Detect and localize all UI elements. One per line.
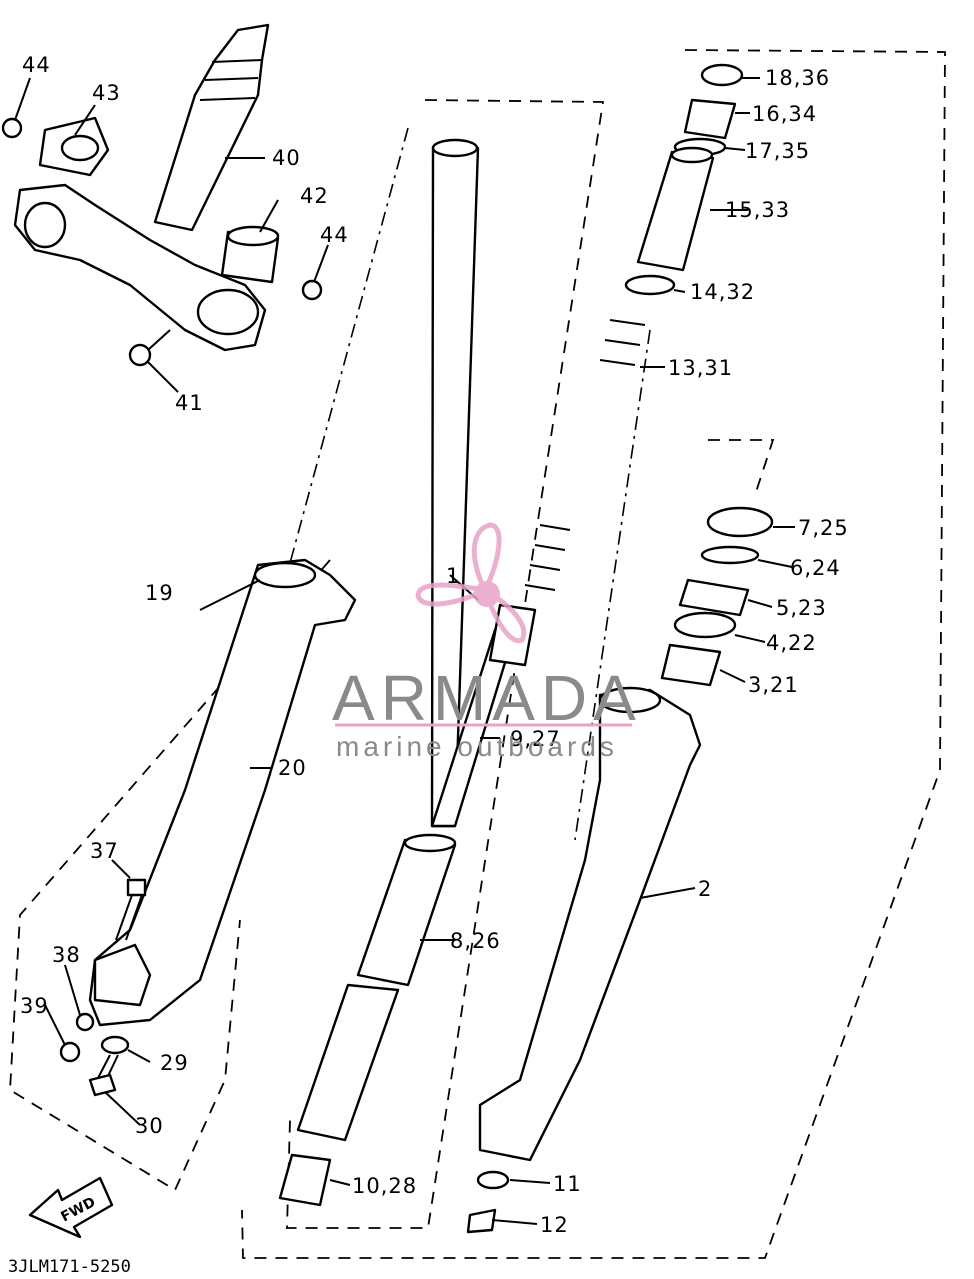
label-41: 41 (175, 391, 204, 415)
label-10-28: 10,28 (352, 1174, 417, 1198)
seal-7-25 (706, 506, 774, 538)
spring-9-27 (488, 603, 537, 667)
label-9-27: 9,27 (510, 727, 561, 751)
label-8-26: 8,26 (450, 929, 501, 953)
watermark-tagline: marine outboards (336, 731, 618, 762)
bolt-30 (88, 1054, 119, 1097)
label-7-25: 7,25 (798, 516, 849, 540)
washer-11 (476, 1170, 510, 1190)
outer-tube-left (88, 558, 357, 1027)
nut-38 (75, 1012, 95, 1032)
label-29: 29 (160, 1051, 189, 1075)
spacer-15-33 (636, 146, 715, 272)
seal-5-23 (678, 578, 750, 617)
label-19: 19 (145, 581, 174, 605)
washer-29 (100, 1035, 130, 1055)
label-37: 37 (90, 839, 119, 863)
group-outline-right-inner (708, 439, 775, 496)
bolt-41 (128, 329, 171, 367)
label-17-35: 17,35 (745, 139, 810, 163)
label-4-22: 4,22 (766, 631, 817, 655)
clamp-43 (38, 116, 110, 177)
label-20: 20 (278, 756, 307, 780)
bushing-3-21 (660, 643, 722, 687)
fwd-arrow: FWD (28, 1176, 114, 1239)
spring-13-31 (524, 319, 646, 591)
label-3-21: 3,21 (748, 673, 799, 697)
label-44b: 44 (320, 223, 349, 247)
label-39: 39 (20, 994, 49, 1018)
clip-6-24 (700, 545, 760, 565)
bolt-37 (115, 878, 147, 941)
drawing-code: 3JLM171-5250 (8, 1257, 131, 1277)
label-5-23: 5,23 (776, 596, 827, 620)
label-30: 30 (135, 1114, 164, 1138)
bolt-44a (1, 117, 23, 139)
group-outline-left (9, 559, 331, 1192)
label-6-24: 6,24 (790, 556, 841, 580)
label-42: 42 (300, 184, 329, 208)
armada-logo (415, 522, 527, 644)
watermark-brand: ARMADA (332, 662, 642, 734)
label-16-34: 16,34 (752, 102, 817, 126)
cylinder-center (296, 983, 400, 1142)
group-outline-right (241, 49, 946, 1259)
label-14-32: 14,32 (690, 280, 755, 304)
collar-42 (220, 225, 280, 284)
bolt-44b (301, 279, 323, 301)
label-2: 2 (698, 877, 712, 901)
label-15-33: 15,33 (725, 198, 790, 222)
label-1: 1 (446, 564, 460, 588)
washer-4-22 (673, 611, 737, 639)
label-13-31: 13,31 (668, 356, 733, 380)
label-11: 11 (553, 1172, 582, 1196)
propeller-icon (415, 522, 527, 644)
centerline-left (279, 127, 409, 601)
label-38: 38 (52, 943, 81, 967)
label-12: 12 (540, 1213, 569, 1237)
washer-14-32 (624, 274, 676, 296)
bolt-16-34 (683, 98, 737, 140)
nut-39 (59, 1041, 81, 1063)
label-18-36: 18,36 (765, 66, 830, 90)
bushing-10-28 (278, 1153, 332, 1207)
label-43: 43 (92, 81, 121, 105)
cap-18-36 (700, 63, 744, 87)
label-40: 40 (272, 146, 301, 170)
bolt-12 (466, 1208, 497, 1234)
steering-stem (153, 23, 270, 232)
sleeve-8-26 (356, 833, 457, 987)
outer-tube-right (478, 686, 702, 1162)
lower-bracket (13, 183, 267, 352)
label-44a: 44 (22, 53, 51, 77)
